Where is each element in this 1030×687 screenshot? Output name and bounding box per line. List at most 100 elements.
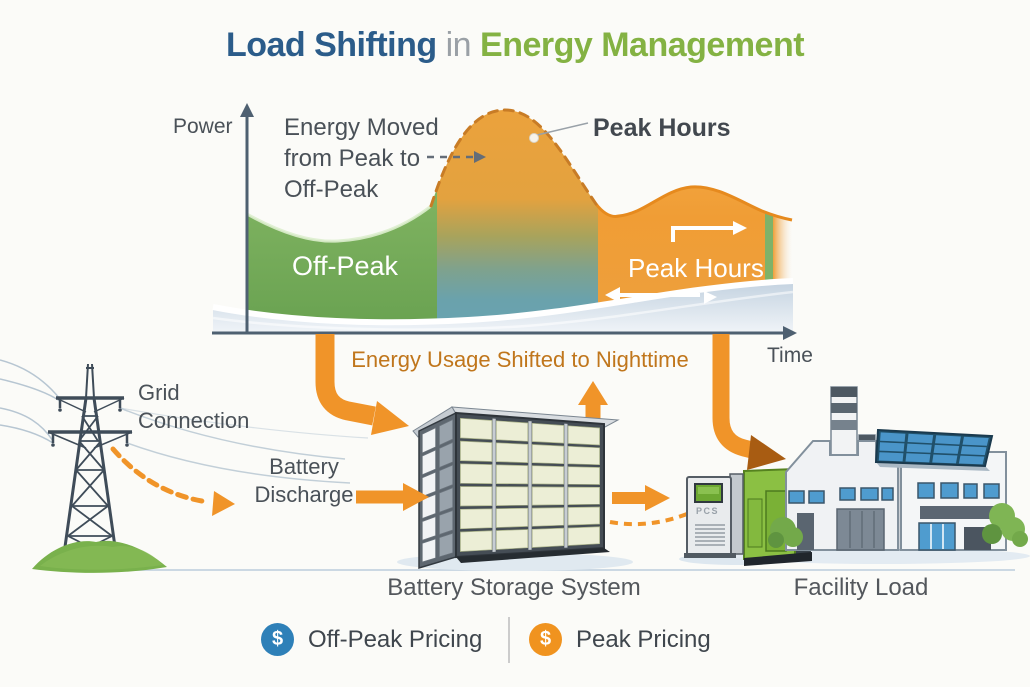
chart-to-battery-arrow <box>315 334 376 426</box>
off-peak-region-label: Off-Peak <box>292 251 399 281</box>
shift-left-arrowhead <box>605 287 620 303</box>
pcs-vent <box>695 532 725 534</box>
grid-dashed-arrowhead <box>212 491 235 516</box>
grid-connection-label: Grid Connection <box>138 380 250 433</box>
battery-side-cell <box>421 449 436 476</box>
solar-cell <box>906 443 932 453</box>
battery-pcs-dashed-line <box>609 512 688 527</box>
battery-side-cell <box>439 532 454 558</box>
battery-cell <box>460 463 493 484</box>
battery-cell <box>531 507 565 527</box>
solar-cell <box>958 455 985 465</box>
peak-callout-dot <box>529 133 539 143</box>
battery-side-cell <box>421 516 436 541</box>
battery-cell <box>531 422 565 444</box>
battery-mullions <box>492 418 568 552</box>
legend-divider <box>508 617 510 663</box>
x-axis-arrowhead <box>783 326 797 340</box>
solar-cell <box>932 454 958 464</box>
window <box>881 487 894 501</box>
green-strip <box>765 109 773 334</box>
legend-off-peak-label: Off-Peak Pricing <box>308 625 483 653</box>
pcs-screen-glow <box>698 487 719 494</box>
battery-frame-bar <box>528 421 532 550</box>
battery-to-pcs-arrowhead <box>645 485 670 511</box>
battery-side-cell <box>421 493 436 519</box>
peak-callout-line <box>536 122 589 136</box>
window <box>808 490 825 504</box>
peak-curve-edge <box>594 185 793 222</box>
battery-side-cell <box>421 427 436 454</box>
solar-panel-cells <box>878 432 989 465</box>
battery-cell <box>567 445 600 466</box>
power-line-faint <box>119 407 369 439</box>
solar-cell <box>962 436 989 446</box>
transmission-tower-icon <box>0 359 369 562</box>
battery-discharge-label: Battery Discharge <box>254 454 354 507</box>
battery-cell <box>460 440 493 462</box>
battery-side-cell <box>421 471 436 498</box>
pcs-vent <box>695 540 725 542</box>
dollar-icon: $ <box>529 623 562 656</box>
chimney-small-cap <box>859 435 875 441</box>
battery-cell <box>495 420 529 442</box>
battery-storage-illustration <box>412 406 620 570</box>
pcs-vent <box>695 528 725 530</box>
offpeak-curve-edge <box>246 204 432 243</box>
battery-cell <box>531 486 565 506</box>
battery-up-arrowhead <box>578 381 608 405</box>
battery-cell <box>567 526 600 546</box>
battery-cell <box>495 529 529 550</box>
window <box>963 483 978 499</box>
title-tail: Energy Management <box>480 26 805 64</box>
title-connector: in <box>445 26 472 64</box>
wave-crest <box>212 278 794 326</box>
bush-icon <box>1012 531 1028 547</box>
bush-icon <box>982 524 1002 544</box>
solar-panel-shadow <box>876 462 990 471</box>
battery-cell <box>531 527 565 548</box>
battery-cell <box>567 506 600 526</box>
battery-cell <box>460 530 493 552</box>
shift-right-arrowhead <box>733 221 747 235</box>
y-axis-arrowhead <box>240 103 254 117</box>
window <box>940 482 959 499</box>
chimney-band <box>831 387 857 397</box>
power-lines-left <box>0 359 61 444</box>
legend-peak-label: Peak Pricing <box>576 625 711 653</box>
title-lead: Load Shifting <box>225 26 437 64</box>
pcs-green-panel <box>747 498 763 548</box>
battery-cell <box>531 465 565 485</box>
battery-side-cell <box>421 538 436 563</box>
y-axis-label: Power <box>173 115 233 138</box>
battery-system-caption: Battery Storage System <box>387 574 641 601</box>
battery-cell <box>567 425 600 446</box>
window <box>788 490 805 504</box>
battery-cell <box>495 442 529 463</box>
pcs-label: PCS <box>696 506 719 516</box>
battery-cell <box>460 417 493 440</box>
solar-cell <box>879 442 905 452</box>
battery-front-cells <box>460 417 600 552</box>
battery-cell <box>567 466 600 485</box>
peak-region-label: Peak Hours <box>628 253 764 283</box>
battery-frame-bar <box>564 423 568 548</box>
dollar-icon: $ <box>261 623 294 656</box>
shifted-region-fill <box>437 109 598 334</box>
facade-sign-band <box>920 506 1003 519</box>
solar-cell <box>960 446 987 456</box>
pcs-vent <box>695 536 725 538</box>
x-axis-label: Time <box>767 344 813 367</box>
grid-dashed-arrow <box>110 446 211 505</box>
glass-door <box>918 522 956 551</box>
pcs-foot-bar <box>684 553 736 558</box>
battery-cell <box>567 486 600 505</box>
flow-arrows <box>110 334 688 527</box>
battery-frame-bar <box>492 418 496 552</box>
window <box>839 487 856 501</box>
battery-side-cell <box>439 487 454 513</box>
chart-to-facility-arrow <box>712 334 755 459</box>
window <box>917 482 935 499</box>
battery-cell <box>531 444 565 465</box>
